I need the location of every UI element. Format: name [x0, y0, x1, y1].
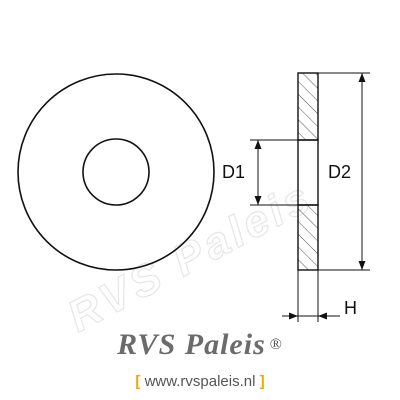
brand-logo: RVS Paleis®	[0, 328, 400, 362]
d2-label: D2	[328, 162, 351, 182]
washer-inner-circle	[82, 138, 150, 206]
brand-name: RVS Paleis	[117, 328, 266, 361]
section-lower	[297, 204, 319, 271]
watermark-text: RVS Paleis	[60, 172, 321, 342]
section-bore	[297, 139, 319, 206]
h-label: H	[344, 298, 357, 318]
close-bracket: ]	[259, 373, 265, 390]
dimension-d2: D2	[318, 72, 370, 271]
registered-mark: ®	[269, 336, 283, 353]
website-line: [ www.rvspaleis.nl ]	[0, 372, 400, 392]
dimension-d1: D1	[222, 139, 298, 206]
dimension-h: H	[282, 270, 357, 322]
open-bracket: [	[135, 373, 141, 390]
website-url[interactable]: www.rvspaleis.nl	[144, 373, 256, 390]
washer-outer-circle	[17, 73, 215, 271]
section-upper	[297, 72, 319, 141]
d1-label: D1	[222, 162, 245, 182]
